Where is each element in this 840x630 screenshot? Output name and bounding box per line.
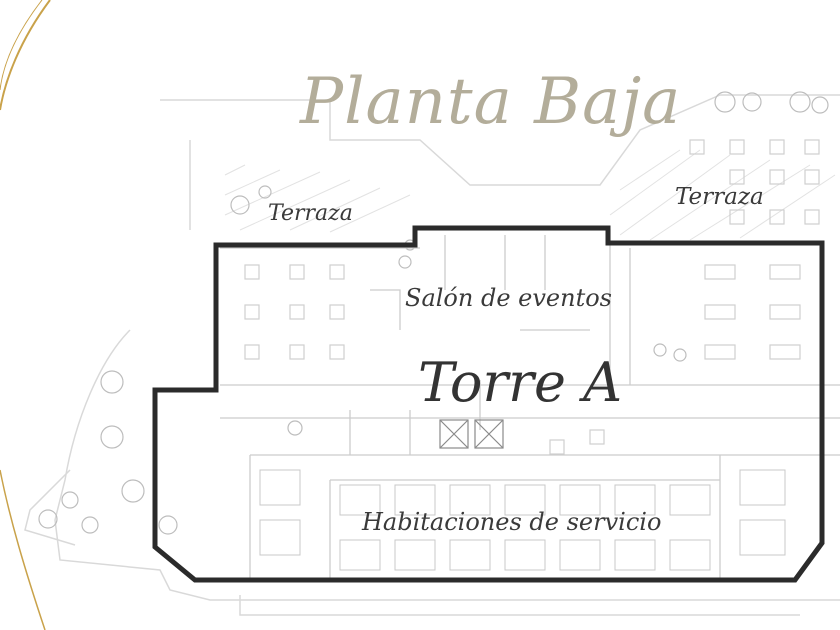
interior-walls <box>220 229 840 580</box>
elevator-core <box>439 419 504 449</box>
floor-title: Planta Baja <box>300 65 682 139</box>
torre-a-outline <box>152 225 825 583</box>
building-footprint <box>24 94 840 616</box>
service-rooms <box>259 469 786 571</box>
outdoor-furniture <box>38 91 829 535</box>
terrace-right-label: Terraza <box>675 184 764 210</box>
terrace-left-label: Terraza <box>268 201 353 226</box>
event-hall-label: Salón de eventos <box>405 284 612 312</box>
terrace-hatching <box>224 149 836 241</box>
tower-label: Torre A <box>418 351 623 414</box>
furniture-tables <box>244 139 820 455</box>
gold-arc-decoration <box>0 0 51 630</box>
service-rooms-label: Habitaciones de servicio <box>362 508 662 536</box>
